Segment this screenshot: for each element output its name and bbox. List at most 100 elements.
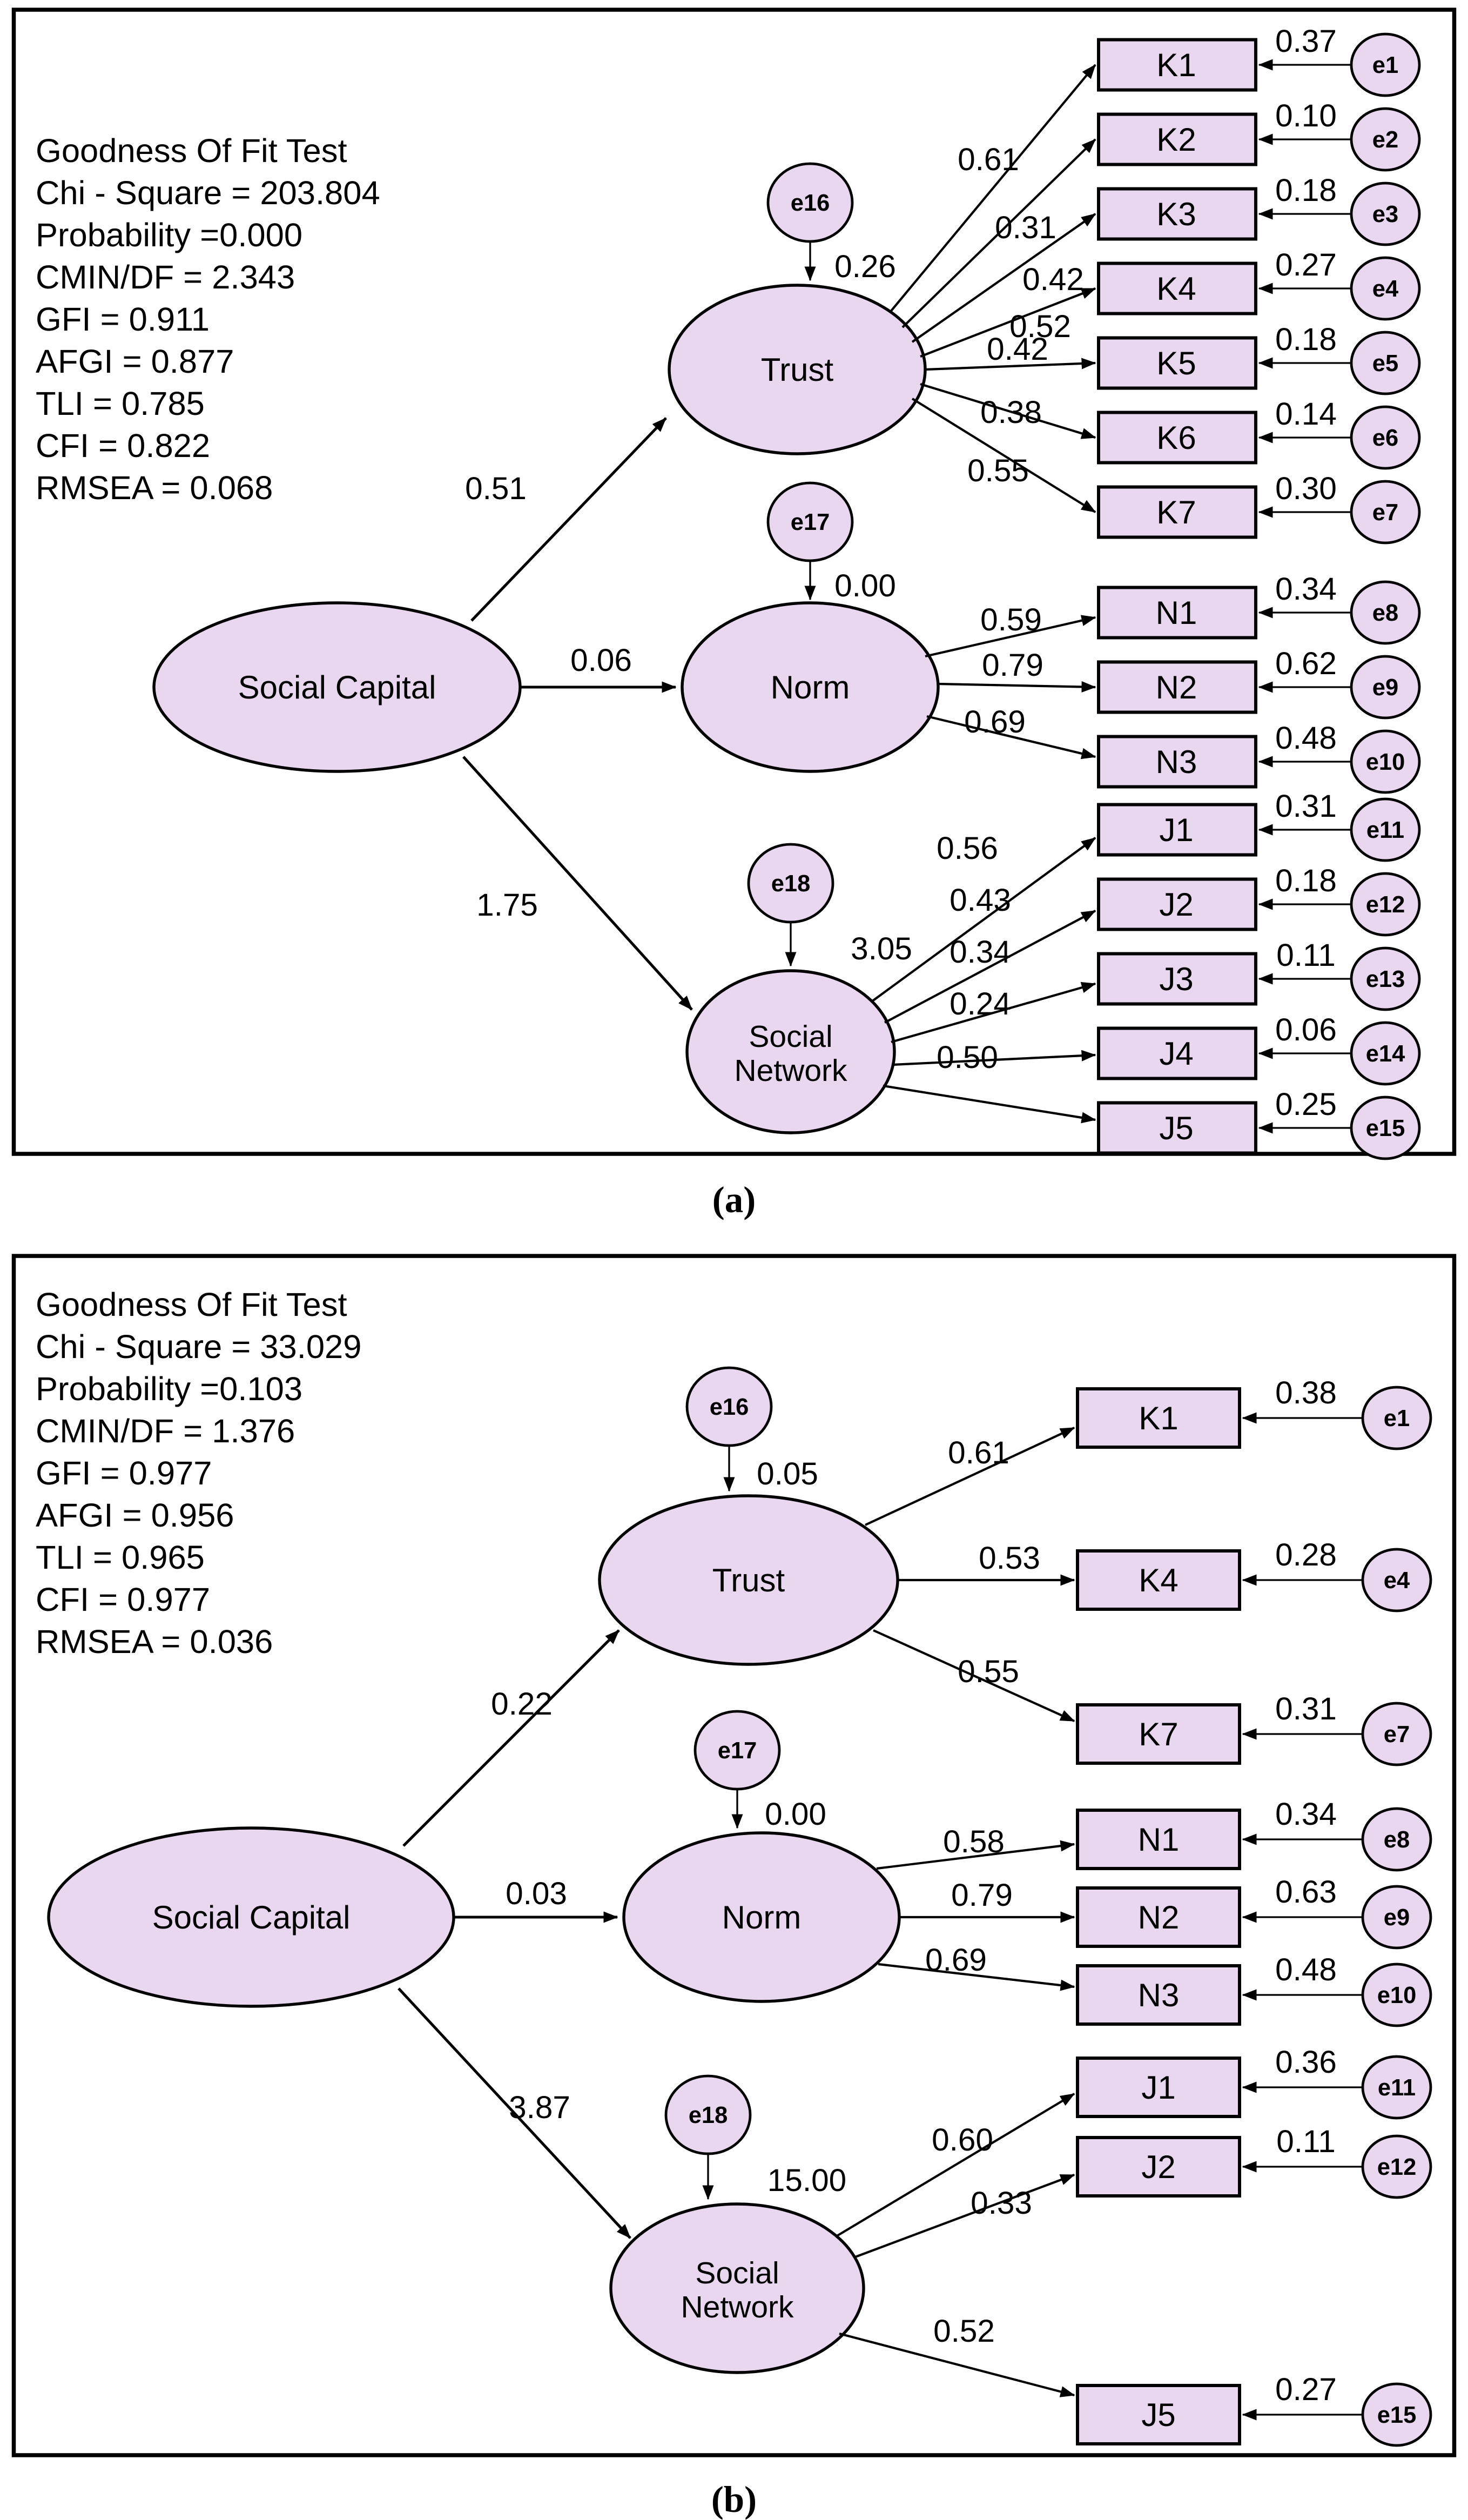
fit-line: CFI = 0.977 (36, 1581, 210, 1618)
indicator-box-J2 (1097, 877, 1257, 931)
loading-value: 0.50 (937, 1040, 998, 1075)
error-ellipse-e8 (1350, 580, 1421, 645)
error-variance: 0.34 (1275, 1797, 1337, 1832)
error-label: e4 (1384, 1568, 1410, 1594)
latent-error-e16-b: e16 0.05 (685, 1366, 818, 1492)
indicator-box-N2 (1097, 660, 1257, 714)
error-ellipse-e10 (1350, 729, 1421, 794)
error-variance: 0.11 (1276, 938, 1336, 973)
loading-value: 0.34 (950, 935, 1011, 970)
indicator-label: K3 (1156, 196, 1196, 232)
error-label: e3 (1372, 201, 1398, 227)
norm-label: Norm (771, 669, 850, 705)
panel-b-border (11, 1254, 1457, 2457)
path-sc-trust (470, 417, 667, 622)
indicator-label: J3 (1159, 961, 1193, 997)
norm-ellipse (681, 601, 940, 773)
social-capital-ellipse (47, 1826, 455, 2008)
error-label: e5 (1372, 351, 1398, 377)
error-label: e1 (1372, 52, 1398, 78)
error-ellipse-e11 (1361, 2055, 1432, 2120)
error-variance: 0.48 (1275, 721, 1337, 756)
error-label: e7 (1384, 1722, 1410, 1748)
loading-value: 0.52 (1009, 309, 1071, 344)
loading-value: 0.24 (950, 986, 1011, 1022)
indicator-label: N2 (1138, 1899, 1180, 1936)
fit-line: Chi - Square = 33.029 (36, 1328, 361, 1366)
fit-line: GFI = 0.977 (36, 1455, 212, 1492)
path-coefficient: 0.22 (491, 1686, 553, 1722)
loading-value: 0.58 (943, 1824, 1005, 1859)
loading-value: 0.43 (950, 883, 1011, 918)
error-variance: 0.48 (1275, 1952, 1337, 1987)
social-network-ellipse (685, 969, 896, 1134)
indicator-label: K6 (1156, 420, 1196, 456)
error-ellipse-e7 (1361, 1702, 1432, 1766)
error-ellipse-e2 (1350, 107, 1421, 172)
social-network-label-line2: Network (681, 2290, 794, 2324)
loading-value: 0.55 (958, 1654, 1019, 1689)
loading-value: 0.79 (982, 648, 1043, 683)
loading-value: 0.55 (967, 453, 1029, 488)
social-capital-ellipse (152, 601, 522, 773)
indicator-label: K2 (1156, 122, 1196, 158)
error-label: e11 (1366, 817, 1404, 843)
panel-a-border (11, 8, 1457, 1156)
latent-error-e17-b: e17 0.00 (693, 1710, 826, 1832)
path-coefficient: 3.87 (509, 2090, 570, 2125)
loading-arrow-K1 (865, 1427, 1075, 1526)
indicator-box-K1 (1097, 38, 1257, 92)
error-variance: 0.63 (1275, 1874, 1337, 1910)
error-ellipse-e6 (1350, 405, 1421, 470)
error-variance: 0.06 (1275, 1012, 1337, 1047)
loading-value: 0.56 (937, 831, 998, 866)
indicator-label: K7 (1156, 494, 1196, 530)
path-coefficient: 0.51 (465, 471, 527, 506)
indicator-label: J5 (1159, 1110, 1193, 1146)
error-ellipse-e7 (1350, 480, 1421, 545)
indicator-box-K5 (1097, 336, 1257, 390)
loading-arrow-J5 (883, 1084, 1096, 1124)
error-label: e8 (1384, 1827, 1410, 1853)
fit-line: AFGI = 0.877 (36, 343, 234, 380)
social-network-label-line2: Network (734, 1053, 847, 1088)
error-variance: 0.31 (1275, 789, 1337, 824)
indicator-label: J1 (1141, 2069, 1175, 2106)
loading-arrow-J1 (835, 2093, 1075, 2237)
norm-measurement-a: 0.59 0.79 0.69 N1 N2 N3 0.34 0.62 0.48 e… (925, 572, 1421, 794)
fit-line: CMIN/DF = 1.376 (36, 1413, 295, 1450)
fit-line: RMSEA = 0.068 (36, 469, 273, 507)
error-label: e7 (1372, 500, 1398, 526)
indicator-label: K7 (1139, 1716, 1178, 1752)
latent-trust-a: Trust (668, 284, 927, 455)
path-sc-socialnetwork (398, 1987, 631, 2239)
indicator-label: N1 (1138, 1822, 1180, 1858)
indicator-label: K4 (1156, 271, 1196, 307)
error-variance: 0.62 (1275, 646, 1337, 681)
error-ellipse-e8 (1361, 1807, 1432, 1872)
error-variance: 0.18 (1275, 863, 1337, 898)
error-ellipse-e15 (1361, 2382, 1432, 2447)
indicator-label: J2 (1159, 886, 1193, 923)
latent-error-e18-a: e18 3.05 (747, 843, 912, 967)
loading-arrow-J3 (891, 982, 1096, 1044)
path-coefficient: 1.75 (476, 888, 538, 923)
error-variance: 0.11 (1276, 2124, 1336, 2159)
indicator-label: K5 (1156, 345, 1196, 381)
loading-arrow-J5 (839, 2332, 1075, 2397)
loading-arrow-K4 (920, 287, 1096, 358)
fit-line: Probability =0.000 (36, 217, 302, 254)
loading-arrow-N1 (925, 615, 1096, 658)
error-label: e10 (1366, 749, 1405, 775)
path-sc-trust (402, 1629, 620, 1847)
indicator-box-N3 (1076, 1964, 1241, 2026)
loading-arrow-K1 (888, 64, 1096, 314)
loading-arrow-K6 (920, 382, 1096, 439)
loading-value: 0.42 (987, 332, 1048, 367)
indicator-label: J2 (1141, 2149, 1175, 2185)
indicator-box-K3 (1097, 187, 1257, 241)
loading-arrow-N3 (878, 1963, 1075, 1991)
fit-line: TLI = 0.965 (36, 1539, 205, 1576)
e17-label: e17 (718, 1738, 757, 1764)
